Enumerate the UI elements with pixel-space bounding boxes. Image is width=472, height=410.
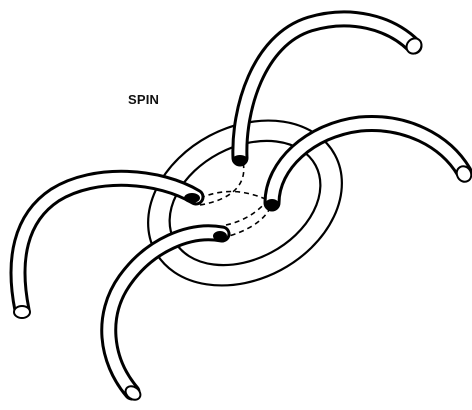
tube-right-opening <box>265 199 279 209</box>
tube-top-opening <box>232 155 248 165</box>
spin-label: SPIN <box>128 92 159 107</box>
tube-left-opening <box>184 193 200 203</box>
tube-bottom-opening <box>213 231 227 241</box>
